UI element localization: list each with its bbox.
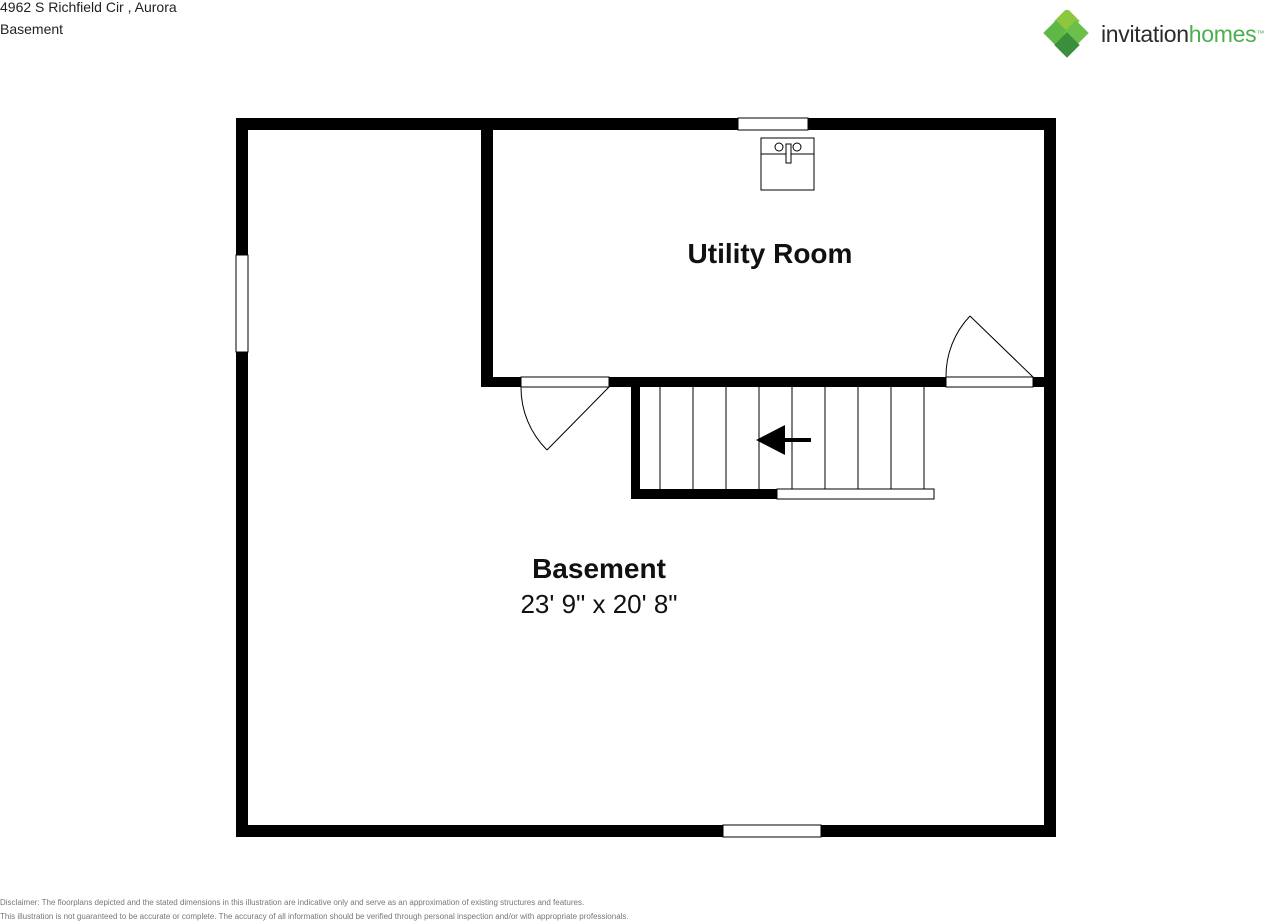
floor-name: Basement (0, 21, 64, 37)
logo-word-homes: homes (1188, 21, 1257, 47)
logo-mark-icon (1043, 10, 1089, 58)
room-dimensions-basement: 23' 9" x 20' 8" (520, 589, 678, 619)
disclaimer-line-1: Disclaimer: The floorplans depicted and … (0, 898, 585, 907)
door-opening-left (520, 376, 610, 388)
window-bottom (722, 824, 822, 838)
stair-arrow-icon (756, 425, 811, 455)
logo-wordmark: invitationhomes™ (1101, 21, 1264, 47)
door-swing-icon (945, 315, 1034, 378)
sink-icon (760, 137, 815, 191)
logo-word-invitation: invitation (1101, 21, 1189, 47)
stairwell (631, 387, 935, 500)
room-name-basement: Basement (532, 553, 666, 584)
logo-trademark: ™ (1256, 29, 1265, 38)
utility-south-wall (481, 377, 1050, 387)
window-top (737, 117, 809, 131)
window-left (235, 254, 249, 353)
door-swing-icon (520, 386, 610, 451)
utility-west-wall (481, 124, 493, 387)
invitation-homes-logo: invitationhomes™ (1043, 10, 1279, 60)
room-name-utility: Utility Room (687, 238, 853, 269)
property-address: 4962 S Richfield Cir , Aurora (0, 0, 177, 15)
disclaimer-line-2: This illustration is not guaranteed to b… (0, 912, 629, 921)
outer-walls (236, 118, 1056, 837)
door-opening-right (945, 376, 1034, 388)
